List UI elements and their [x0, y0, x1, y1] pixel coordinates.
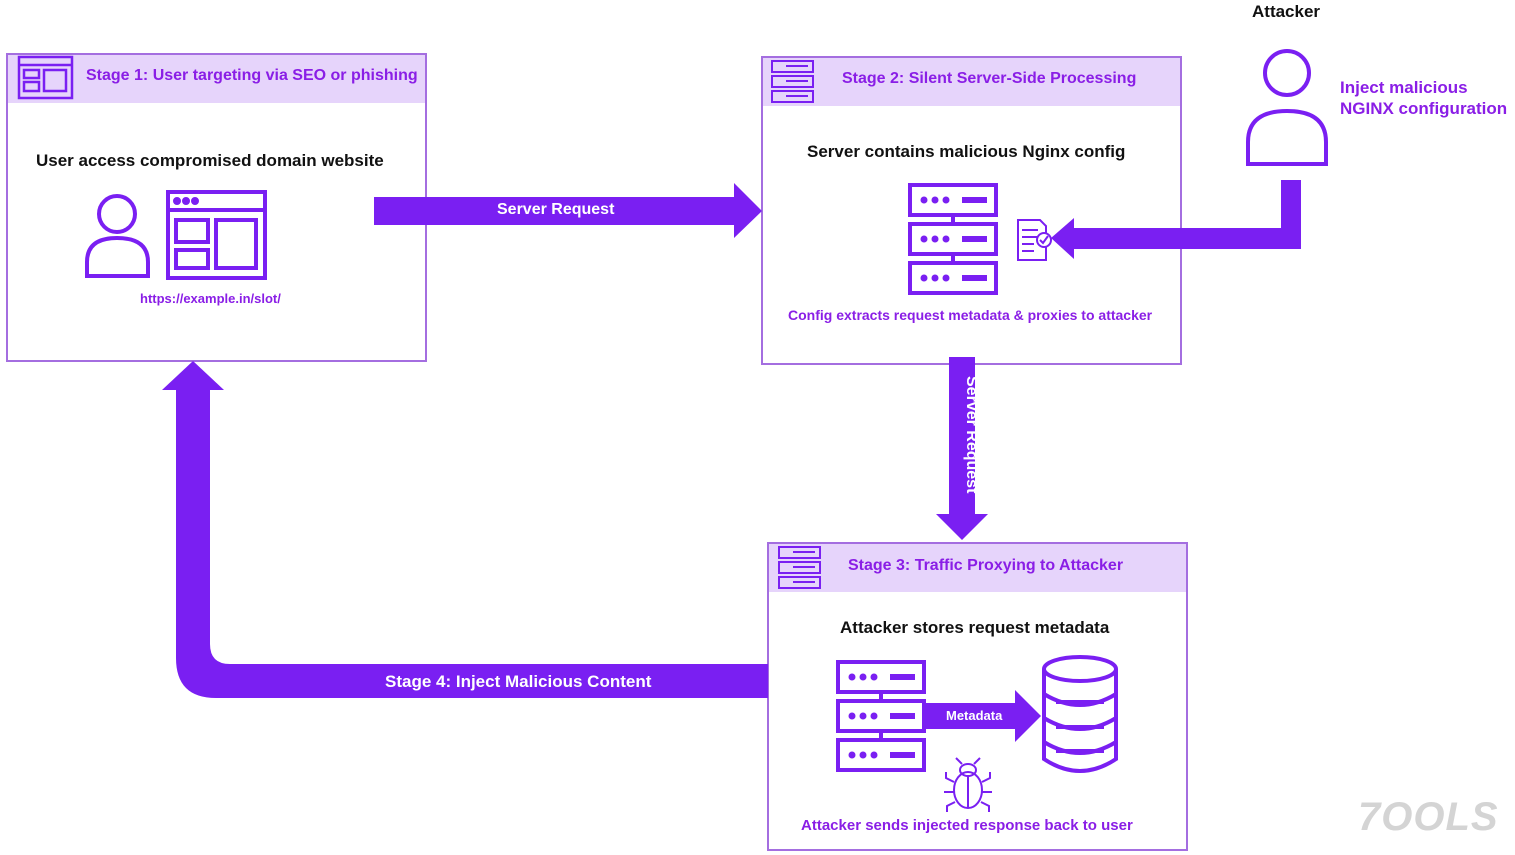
- user-icon: [85, 194, 150, 278]
- stage4-return-arrow: [162, 361, 768, 698]
- server-request-vertical-label: Server Request: [963, 376, 980, 494]
- attacker-server-icon: [836, 660, 926, 772]
- attacker-action-line1: Inject malicious: [1340, 78, 1468, 97]
- server-request-arrow: [374, 183, 762, 238]
- server-request-label: Server Request: [497, 201, 615, 218]
- bug-icon: [944, 757, 992, 812]
- server-rack-icon-large: [908, 183, 998, 295]
- attacker-label: Attacker: [1252, 2, 1321, 21]
- browser-window-icon: [17, 55, 74, 100]
- config-file-icon: [1017, 219, 1052, 261]
- stage3-heading: Attacker stores request metadata: [840, 618, 1110, 637]
- watermark: 7OOLS: [1358, 795, 1499, 839]
- metadata-label: Metadata: [946, 708, 1003, 723]
- database-icon: [1042, 655, 1118, 773]
- stage1-heading: User access compromised domain website: [36, 151, 384, 170]
- stage3-header: [769, 544, 1186, 592]
- stage1-header: [8, 55, 425, 103]
- stage2-header: [763, 58, 1180, 106]
- stage1-box: [6, 53, 427, 362]
- server-rack-icon: [771, 60, 814, 103]
- metadata-arrow: [924, 690, 1041, 742]
- stage4-label: Stage 4: Inject Malicious Content: [385, 672, 652, 691]
- stage3-title: Stage 3: Traffic Proxying to Attacker: [848, 557, 1124, 574]
- stage3-box: [767, 542, 1188, 851]
- website-layout-icon: [166, 190, 267, 280]
- stage2-heading: Server contains malicious Nginx config: [807, 142, 1126, 161]
- inject-config-arrow: [1051, 180, 1301, 259]
- attacker-icon: [1246, 49, 1328, 166]
- stage2-title: Stage 2: Silent Server-Side Processing: [842, 70, 1137, 87]
- stage1-title: Stage 1: User targeting via SEO or phish…: [86, 67, 418, 84]
- server-rack-icon-header3: [778, 546, 821, 589]
- attacker-action-line2: NGINX configuration: [1340, 99, 1508, 118]
- server-request-down-arrow: [936, 357, 988, 540]
- stage2-caption: Config extracts request metadata & proxi…: [788, 307, 1153, 323]
- stage3-caption: Attacker sends injected response back to…: [801, 817, 1133, 834]
- stage1-url: https://example.in/slot/: [140, 291, 281, 306]
